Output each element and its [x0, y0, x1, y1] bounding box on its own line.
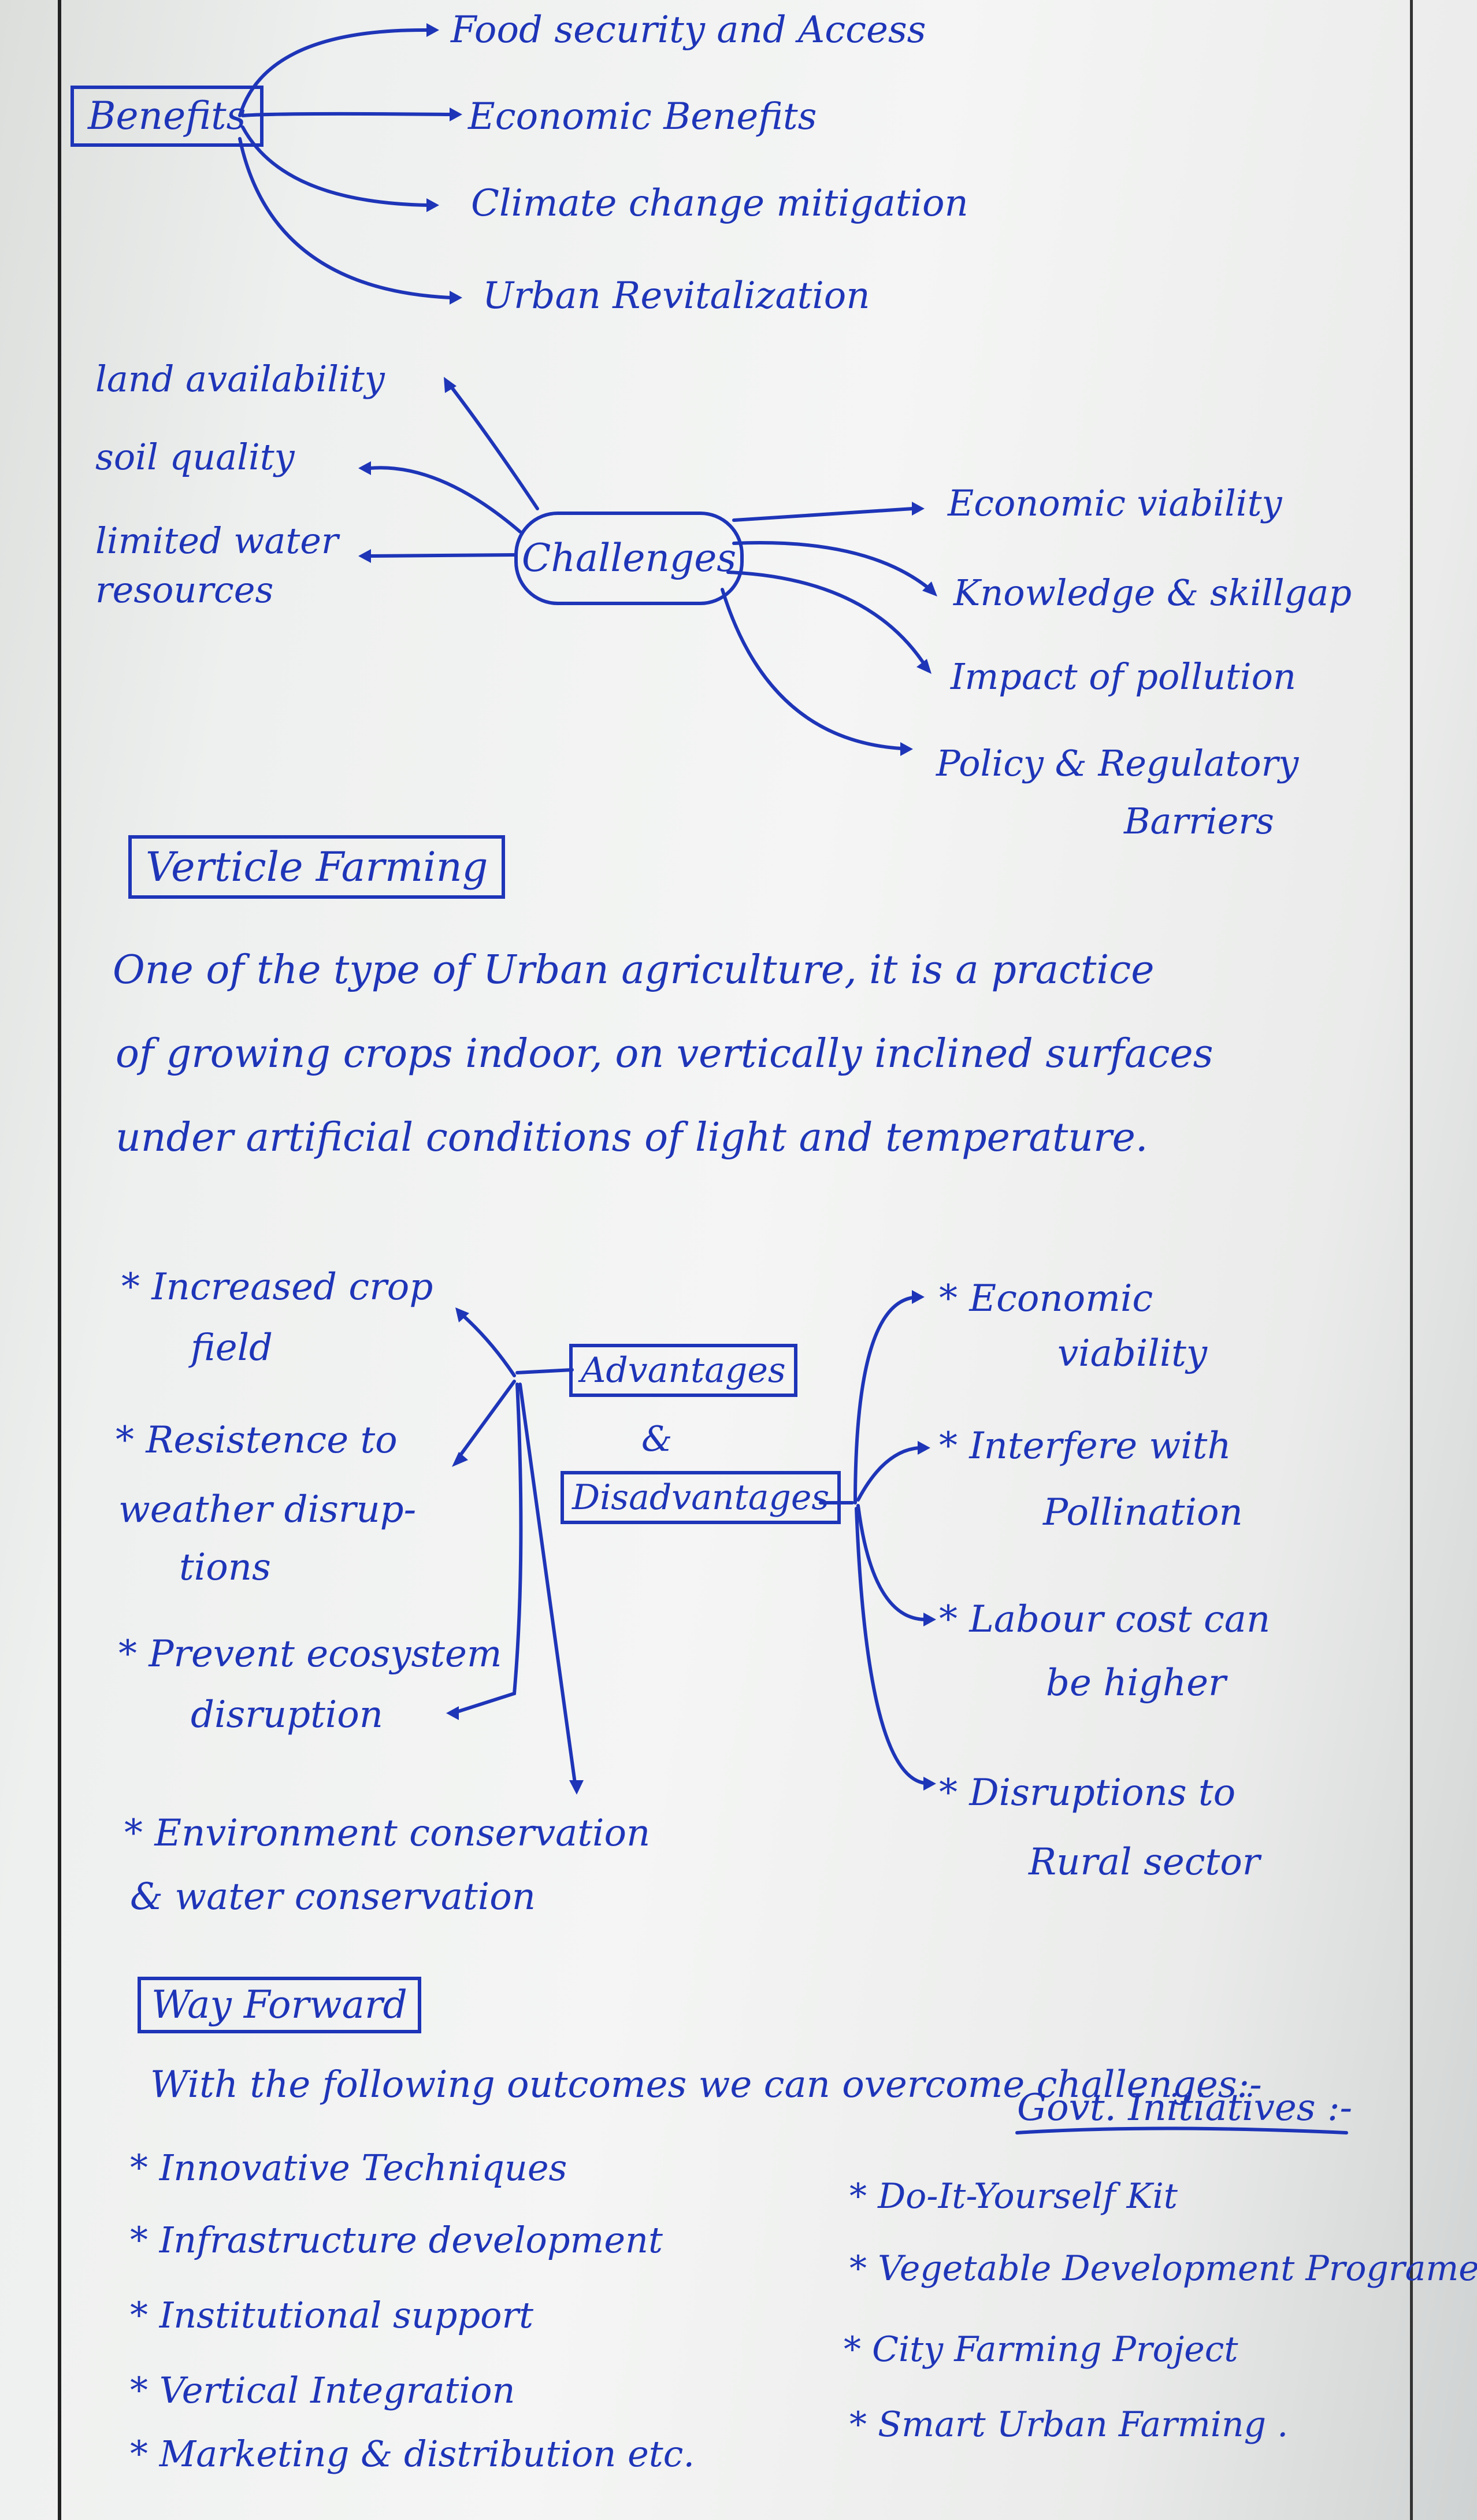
challenges-title: Challenges: [521, 536, 737, 580]
advantage-item: * Prevent ecosystem: [118, 1633, 502, 1676]
ampersand: &: [641, 1419, 673, 1459]
advantages-title: Advantages: [581, 1350, 786, 1391]
challenge-left-item: land availability: [95, 358, 385, 400]
disadvantage-item: * Labour cost can: [939, 1598, 1271, 1641]
disadvantage-item: * Disruptions to: [939, 1772, 1236, 1814]
govt-initiative-item: * Smart Urban Farming .: [849, 2404, 1289, 2445]
govt-initiative-item: * Vegetable Development Programe: [849, 2248, 1477, 2289]
benefit-item: Economic Benefits: [468, 95, 817, 138]
benefit-item: Climate change mitigation: [471, 182, 968, 225]
challenges-ellipse: Challenges: [514, 512, 744, 605]
vertical-farming-title: Verticle Farming: [146, 843, 488, 891]
benefits-box: Benefits: [70, 86, 264, 147]
advantage-item: & water conservation: [130, 1876, 536, 1918]
advantage-item: * Increased crop: [121, 1266, 433, 1309]
challenge-right-item: Impact of pollution: [951, 655, 1296, 698]
benefit-item: Urban Revitalization: [483, 275, 870, 317]
vertical-farming-text: One of the type of Urban agriculture, it…: [113, 947, 1155, 993]
advantages-box: Advantages: [569, 1344, 797, 1397]
outcome-item: * Marketing & distribution etc.: [130, 2433, 695, 2475]
benefit-item: Food security and Access: [451, 9, 926, 51]
outcome-item: * Innovative Techniques: [130, 2147, 567, 2189]
vertical-farming-text: of growing crops indoor, on vertically i…: [116, 1031, 1213, 1077]
govt-initiative-item: * City Farming Project: [844, 2329, 1238, 2370]
disadvantage-item: Pollination: [1043, 1491, 1243, 1534]
challenge-right-item: Policy & Regulatory: [936, 742, 1299, 784]
govt-initiative-item: * Do-It-Yourself Kit: [849, 2176, 1178, 2217]
disadvantage-item: * Interfere with: [939, 1425, 1231, 1467]
advantage-item: * Resistence to: [116, 1419, 398, 1462]
advantage-item: * Environment conservation: [124, 1812, 651, 1855]
disadvantage-item: Rural sector: [1029, 1841, 1260, 1884]
challenge-right-item: Knowledge & skillgap: [953, 572, 1352, 614]
way-forward-title: Way Forward: [151, 1982, 407, 2027]
disadvantage-item: * Economic: [939, 1277, 1153, 1320]
challenge-left-item: resources: [95, 569, 274, 611]
left-margin-line: [58, 0, 61, 2520]
govt-initiatives-title: Govt. Initiatives :-: [1017, 2087, 1353, 2129]
disadvantages-title: Disadvantages: [572, 1477, 830, 1518]
benefits-title: Benefits: [88, 94, 246, 138]
vertical-farming-box: Verticle Farming: [128, 835, 506, 899]
challenge-left-item: limited water: [95, 520, 339, 562]
disadvantages-box: Disadvantages: [561, 1471, 841, 1524]
vertical-farming-text: under artificial conditions of light and…: [116, 1115, 1148, 1161]
challenge-right-item: Barriers: [1124, 800, 1274, 842]
outcome-item: * Vertical Integration: [130, 2369, 515, 2411]
advantage-item: disruption: [191, 1693, 383, 1736]
challenge-right-item: Economic viability: [948, 482, 1282, 524]
way-forward-intro: With the following outcomes we can overc…: [150, 2063, 1262, 2106]
challenge-left-item: soil quality: [95, 436, 295, 478]
disadvantage-item: viability: [1057, 1332, 1208, 1375]
outcome-item: * Infrastructure development: [130, 2219, 663, 2261]
advantage-item: field: [191, 1326, 273, 1369]
outcome-item: * Institutional support: [130, 2294, 534, 2336]
way-forward-box: Way Forward: [138, 1977, 421, 2033]
disadvantage-item: be higher: [1046, 1662, 1226, 1704]
advantage-item: weather disrup-: [118, 1488, 417, 1531]
advantage-item: tions: [179, 1546, 271, 1589]
right-margin-line: [1410, 0, 1413, 2520]
